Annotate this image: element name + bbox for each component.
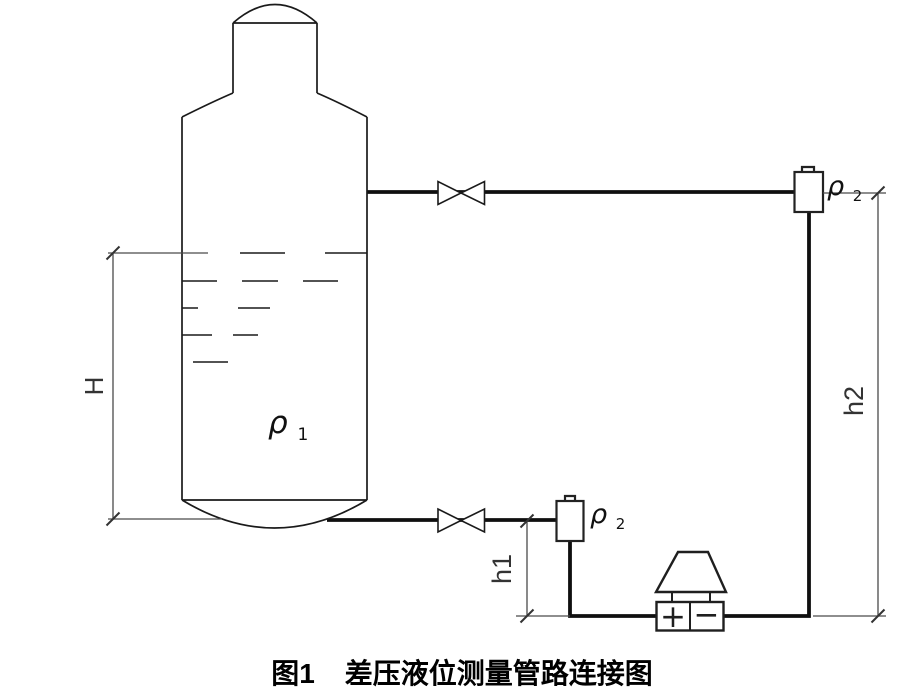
vessel-outline — [181, 3, 368, 529]
dp-transmitter-icon: + − — [653, 550, 728, 635]
pot-top-density-symbol: ρ — [827, 171, 844, 202]
pot-bottom-body — [555, 499, 585, 543]
dimension-h2-lines — [813, 192, 886, 617]
transmitter-head — [653, 550, 728, 594]
pot-bottom-density-subscript: 2 — [616, 515, 626, 533]
vessel-density-label: ρ 1 — [268, 405, 308, 445]
pot-top-cap — [800, 165, 816, 172]
pot-bottom-cap — [563, 494, 577, 501]
condensate-pot-top — [793, 165, 825, 214]
dimension-h1-ticks — [519, 513, 535, 624]
pot-bottom-density-symbol: ρ — [590, 499, 607, 530]
figure-caption-title: 差压液位测量管路连接图 — [344, 658, 653, 689]
dimension-h2-ticks — [870, 185, 886, 624]
vessel-density-symbol: ρ — [268, 405, 288, 441]
transmitter-minus-label: − — [694, 597, 720, 633]
dimension-h2-label: h2 — [839, 386, 869, 416]
pot-bottom-density-label: ρ 2 — [590, 499, 625, 533]
impulse-pipes — [327, 190, 811, 618]
dimension-h1: h1 — [487, 513, 570, 624]
dimension-h2: h2 — [813, 185, 886, 624]
vessel-density-subscript: 1 — [298, 425, 309, 445]
dimension-H-ticks — [105, 245, 121, 527]
transmitter-legs — [671, 592, 711, 602]
high-side-pipe — [568, 541, 657, 618]
figure-caption: 图1 差压液位测量管路连接图 — [0, 652, 924, 692]
valve-icon-bottom — [437, 507, 486, 534]
valve-icon-top — [437, 180, 486, 206]
condensate-pot-bottom — [555, 494, 585, 543]
dimension-H-label: H — [79, 377, 109, 396]
transmitter-plus-label: + — [660, 599, 686, 635]
pot-top-density-label: ρ 2 — [827, 171, 862, 205]
dimension-h1-lines — [516, 521, 570, 617]
pot-top-body — [793, 170, 825, 214]
dimension-h1-label: h1 — [487, 554, 517, 584]
low-side-pipe — [723, 212, 811, 618]
dimension-H-lines — [108, 252, 222, 520]
dimension-H: H — [79, 245, 222, 527]
liquid-level-dashes — [182, 252, 367, 363]
figure-caption-number: 图1 — [271, 658, 315, 689]
pot-top-density-subscript: 2 — [853, 187, 863, 205]
